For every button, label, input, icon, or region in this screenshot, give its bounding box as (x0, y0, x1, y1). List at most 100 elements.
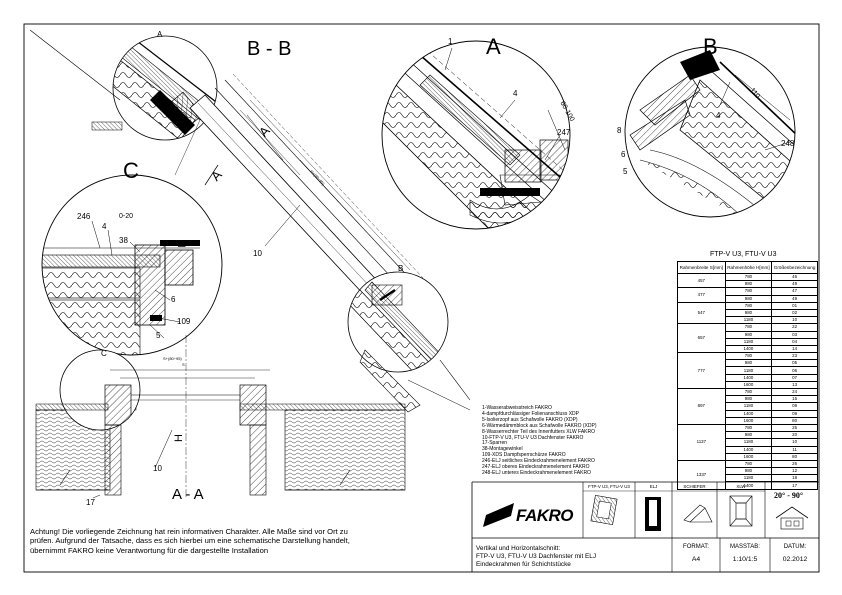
callout-247: 247 (557, 128, 571, 137)
table-cell: 1180 (724, 316, 773, 325)
frame-width-cell: 897 (677, 388, 726, 425)
head-roof: SCHIEFER (683, 484, 706, 489)
frame-width-cell: 777 (677, 352, 726, 389)
section-mark-c1: C (101, 349, 107, 358)
table-cell: 1600 (724, 452, 773, 461)
table-cell: 02 (771, 308, 818, 318)
view-label-a: A (486, 34, 501, 59)
table-cell: 1400 (724, 445, 773, 454)
section-bb (29, 29, 471, 413)
callout-8: 8 (617, 126, 622, 135)
table-cell: 26 (771, 459, 818, 469)
table-cell: 1400 (724, 373, 773, 382)
table-header: Größenbezeichnung (771, 261, 818, 274)
section-mark-b1: B (398, 264, 404, 273)
section-aa (35, 335, 406, 499)
legend-item: 17-Sparren (482, 440, 508, 447)
table-cell: 980 (724, 280, 773, 289)
callout-4-detail-c: 4 (102, 222, 107, 231)
table-cell: 10 (771, 316, 818, 325)
callout-5-detail-c: 5 (156, 331, 161, 340)
size-table: Rahmenbreite S[mm]Rahmenhöhe H[mm]Größen… (677, 261, 818, 490)
date-label: DATUM: (783, 544, 807, 550)
view-label-c: C (123, 158, 139, 183)
table-cell: 780 (724, 323, 773, 332)
table-cell: 1180 (724, 366, 773, 375)
table-cell: 780 (724, 423, 773, 433)
callout-246: 246 (77, 212, 91, 221)
table-header: Rahmenhöhe H[mm] (724, 261, 773, 274)
table-cell: 09 (771, 409, 818, 418)
callout-10-section-bb: 10 (253, 249, 262, 258)
table-cell: 15 (771, 395, 818, 404)
scale-value: 1:10/1:5 (732, 556, 758, 563)
table-cell: 1180 (724, 402, 773, 411)
frame-width-cell: 457 (677, 272, 726, 289)
sheet-frame (23, 23, 820, 573)
table-cell: 04 (771, 337, 818, 346)
view-label-bb: B - B (247, 38, 292, 60)
legend-item: 38-Montagewinkel (482, 446, 523, 453)
table-cell: 80 (771, 452, 818, 461)
dimension-0-20: 0-20 (119, 213, 134, 220)
frame-width-cell: 477 (677, 287, 726, 303)
legend-item: 109-XDS Dampfsperrschürze FAKRO (482, 452, 566, 459)
dimension-s: S (182, 362, 185, 367)
disclaimer: Achtung! Die vorliegende Zeichnung hat r… (30, 527, 350, 555)
table-cell: 780 (724, 287, 773, 296)
table-cell: 1400 (724, 409, 773, 418)
view-label-b: B (703, 34, 718, 59)
table-cell: 13 (771, 380, 818, 390)
legend-item: 248-ELJ unteres Eindeckrahmenelement FAK… (482, 469, 591, 476)
table-cell: 980 (724, 308, 773, 318)
section-mark-b2: B (176, 240, 189, 248)
drawing-title-line-3: Eindeckrahmen für Schichtstücke (476, 561, 571, 568)
detail-a (381, 40, 571, 230)
table-cell: 46 (771, 272, 818, 282)
table-cell: 1400 (724, 344, 773, 354)
table-cell: 1180 (724, 337, 773, 346)
table-cell: 80 (771, 416, 818, 425)
table-cell: 980 (724, 467, 773, 476)
drawing-title: Vertikal und Horizontalschnitt: FTP-V U3… (476, 545, 596, 569)
table-cell: 1600 (724, 380, 773, 390)
frame-width-cell: 1337 (677, 459, 726, 490)
table-cell: 980 (724, 294, 773, 303)
detail-c (41, 174, 223, 356)
table-cell: 18 (771, 474, 818, 483)
callout-248: 248 (781, 139, 795, 148)
section-mark-a1: A (157, 30, 163, 39)
legend-item: 10-FTP-V U3, FTU-V U3 Dachfenster FAKRO (482, 434, 584, 441)
table-cell: 17 (771, 481, 818, 490)
table-cell: 20 (771, 431, 818, 440)
legend-item: 5-Isolierzopf aus Schafwolle FAKRO (XDP) (482, 416, 578, 423)
head-window: FTP-V U3, FTU-V U3 (588, 484, 630, 489)
head-flashing: ELJ (649, 484, 658, 489)
table-cell: 1600 (724, 416, 773, 425)
table-cell: 25 (771, 423, 818, 433)
detail-b (624, 46, 796, 218)
table-cell: 24 (771, 387, 818, 397)
scale-label: MASSTAB: (730, 544, 760, 550)
callout-4-detail-b: 4 (716, 111, 721, 120)
spec-table-title: FTP-V U3, FTU-V U3 (710, 251, 777, 258)
legend-item: 4-dampfdurchlässiger Folienanschluss XDP (482, 410, 579, 417)
table-cell: 08 (771, 402, 818, 411)
